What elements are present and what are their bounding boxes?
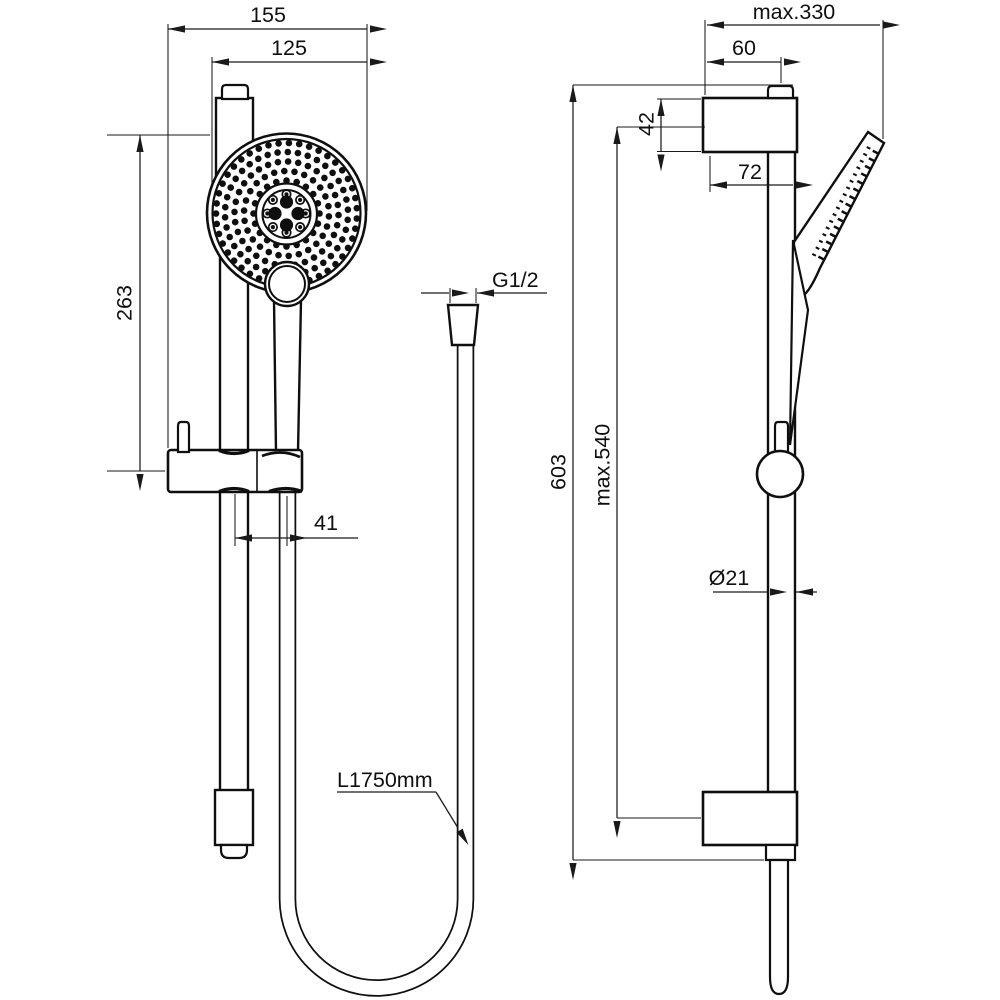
- label-bracket-depth: 72: [738, 160, 762, 184]
- bracket-rail-notch-top: [218, 449, 250, 456]
- hose-label-leader: [435, 791, 458, 828]
- bracket-cone-collar: [261, 451, 301, 459]
- hose-body: [280, 346, 473, 995]
- shower-head-side-profile: [792, 130, 886, 300]
- handle-joint-inner: [268, 265, 306, 303]
- hose-connector-nut: [446, 303, 480, 347]
- head-face-nozzle-band-outer: [816, 149, 879, 264]
- bottom-bracket-stub: [764, 843, 797, 862]
- slider-bracket-front: [166, 448, 304, 494]
- label-bracket-height: 42: [635, 112, 659, 136]
- bracket-rail-notch-bottom: [218, 486, 250, 493]
- rail-bottom-tip-front: [219, 843, 249, 860]
- bottom-wall-bracket-side: [701, 790, 799, 847]
- label-rail-to-handle: 41: [314, 511, 338, 535]
- rail-bottom-cap-front: [213, 788, 255, 847]
- bracket-cone-notch-bottom: [268, 486, 303, 494]
- label-head-to-holder: 263: [113, 285, 137, 321]
- label-rail-height: 603: [547, 454, 571, 490]
- top-wall-bracket-side: [701, 96, 799, 154]
- top-bracket-knob-side: [766, 84, 795, 100]
- top-mount-cap-front: [220, 83, 250, 101]
- label-wall-to-rail: 60: [732, 36, 756, 60]
- handle-joint-outer: [263, 260, 311, 308]
- label-max-slider-travel: max.540: [591, 424, 615, 507]
- hose-outlet-side: [768, 858, 790, 996]
- dimension-lines: [107, 20, 883, 860]
- slider-body-side: [755, 449, 805, 499]
- label-hose-thread: G1/2: [492, 268, 539, 292]
- label-head-diameter: 125: [271, 36, 307, 60]
- handle-side-profile: [788, 239, 810, 446]
- dimension-labels: 155 125 263 41 G1/2 L1750mm max.330 60 4…: [113, 0, 836, 792]
- bracket-lock-knob-front: [176, 420, 191, 454]
- side-view: [701, 84, 886, 996]
- label-max-depth: max.330: [753, 0, 836, 24]
- slider-lock-knob-side: [773, 420, 790, 454]
- head-face-nozzle-band-inner: [811, 146, 871, 258]
- front-view: [166, 83, 480, 997]
- center-nozzle-cluster: [262, 189, 311, 238]
- label-hose-length: L1750mm: [337, 768, 433, 792]
- hose-outline: [278, 346, 475, 997]
- label-overall-width: 155: [250, 3, 286, 27]
- handle-front: [272, 298, 303, 454]
- label-rail-diameter: Ø21: [709, 566, 750, 590]
